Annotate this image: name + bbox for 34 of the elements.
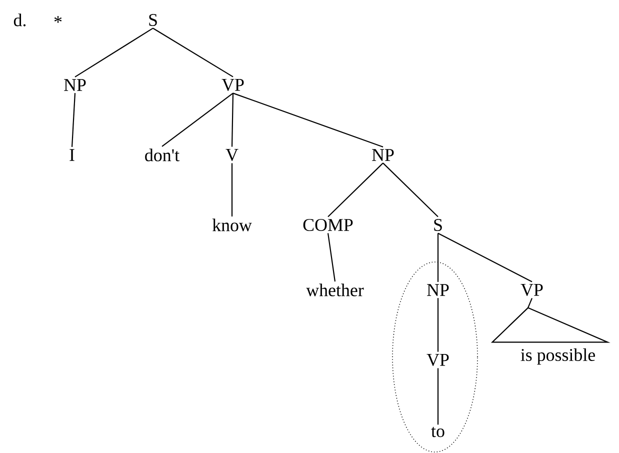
tree-label: VP	[222, 78, 244, 91]
tree-label: VP	[520, 284, 543, 296]
branch-line	[382, 162, 438, 218]
branch-line	[438, 232, 532, 282]
phrase-label: is possible	[520, 348, 595, 365]
example-number: d.	[14, 14, 26, 26]
branch-line	[232, 92, 384, 148]
branch-line	[437, 233, 439, 282]
tree-label: S	[434, 218, 442, 232]
branch-line	[327, 233, 336, 282]
branch-line	[437, 368, 439, 425]
branch-line	[152, 28, 234, 78]
tree-label: NP	[64, 79, 86, 91]
branch-line	[437, 298, 439, 352]
branch-line	[74, 28, 154, 78]
tree-label: don't	[145, 148, 180, 162]
branch-line	[231, 163, 233, 216]
tree-label: NP	[427, 284, 449, 296]
branch-line	[71, 93, 76, 147]
branch-line	[231, 93, 234, 147]
tree-label: NP	[372, 149, 394, 161]
branch-line	[528, 298, 532, 308]
tree-label: know	[212, 218, 252, 232]
asterisk: *	[54, 16, 62, 23]
tree-label: S	[149, 14, 157, 26]
tree-label: whether	[306, 284, 364, 296]
branch-line	[328, 162, 384, 218]
tree-label: VP	[426, 354, 449, 366]
dotted-ellipse	[392, 262, 478, 452]
tree-label: to	[431, 426, 444, 438]
tree-label: I	[70, 149, 74, 161]
tree-label: COMP	[303, 218, 353, 232]
branch-line	[162, 92, 234, 147]
tree-label: V	[226, 148, 238, 161]
